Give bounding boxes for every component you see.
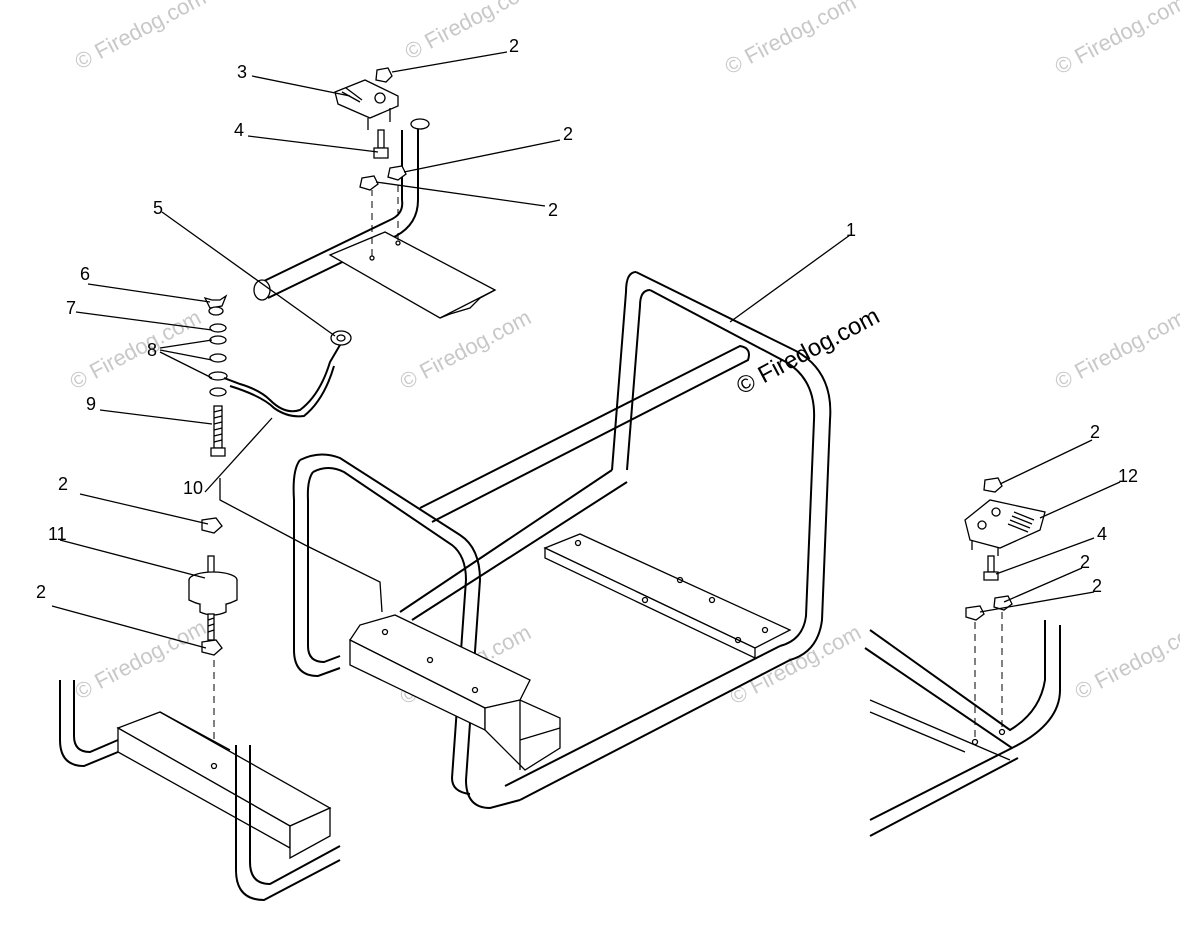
watermark: © Firedog.com	[71, 614, 210, 704]
callout-6: 6	[80, 264, 90, 284]
callout-4: 4	[1097, 524, 1107, 544]
watermark: © Firedog.com	[66, 304, 205, 394]
callout-2: 2	[58, 474, 68, 494]
watermark: © Firedog.com	[1071, 614, 1180, 704]
callout-labels: 1 2 2 2 2 2 2 2 2 3 4 4 5 6 7 8 9 10 11 …	[36, 36, 1138, 602]
main-frame	[219, 271, 832, 810]
callout-11: 11	[48, 524, 67, 544]
watermark: © Firedog.com	[1051, 0, 1180, 79]
callout-8: 8	[147, 340, 157, 360]
mount-detail-left	[59, 517, 341, 902]
watermark: © Firedog.com	[1051, 304, 1180, 394]
callout-3: 3	[237, 62, 247, 82]
callout-2: 2	[1092, 576, 1102, 596]
callout-4: 4	[234, 120, 244, 140]
callout-10: 10	[183, 478, 203, 498]
callout-2: 2	[563, 124, 573, 144]
callout-7: 7	[66, 298, 76, 318]
callout-2: 2	[1080, 552, 1090, 572]
callout-2: 2	[36, 582, 46, 602]
leader-lines	[51, 51, 1121, 649]
watermark: © Firedog.com	[721, 0, 860, 79]
callout-12: 12	[1118, 466, 1138, 486]
callout-2: 2	[509, 36, 519, 56]
watermark: © Firedog.com	[71, 0, 210, 74]
ground-cable-detail	[203, 294, 352, 457]
callout-9: 9	[86, 394, 96, 414]
callout-5: 5	[153, 198, 163, 218]
callout-2: 2	[548, 200, 558, 220]
watermark: © Firedog.com	[396, 304, 535, 394]
callout-1: 1	[846, 220, 856, 240]
watermark: © Firedog.com	[401, 0, 540, 64]
callout-2: 2	[1090, 422, 1100, 442]
mount-detail-right	[864, 477, 1061, 837]
watermarks: © Firedog.com © Firedog.com © Firedog.co…	[66, 0, 1180, 709]
top-detail	[253, 67, 497, 319]
